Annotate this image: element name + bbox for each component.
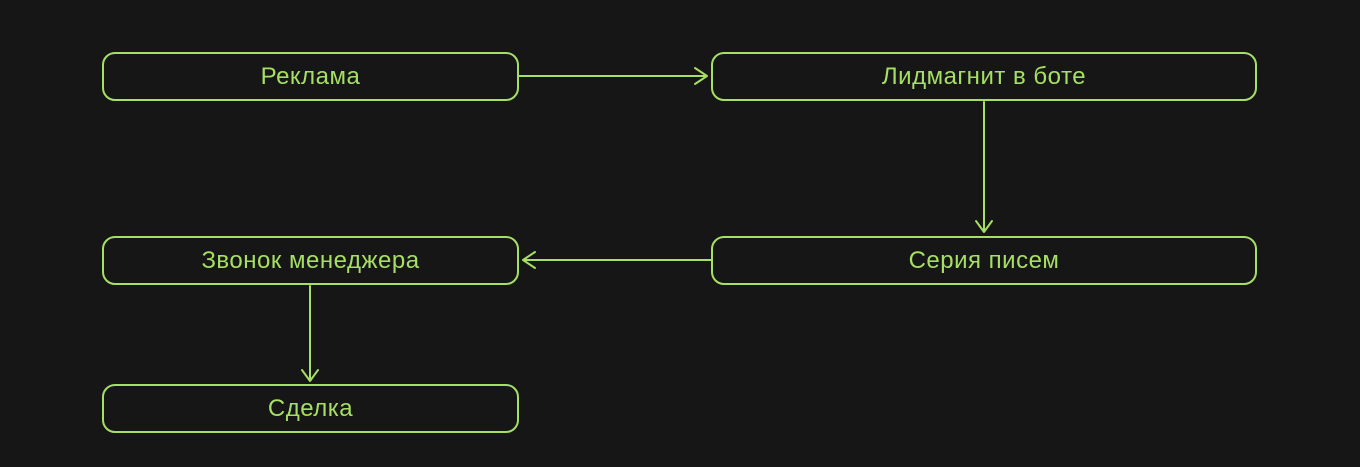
arrow-lead-magnet-to-email-series [975,101,993,233]
node-manager-call-label: Звонок менеджера [201,246,420,274]
node-deal-label: Сделка [267,394,354,422]
node-email-series[interactable]: Серия писем [711,236,1257,285]
node-ads-label: Реклама [260,62,361,90]
arrow-ads-to-lead-magnet [518,67,708,85]
arrow-email-series-to-manager-call [522,251,712,269]
node-deal[interactable]: Сделка [102,384,519,433]
node-manager-call[interactable]: Звонок менеджера [102,236,519,285]
node-ads[interactable]: Реклама [102,52,519,101]
node-email-series-label: Серия писем [908,246,1060,274]
node-lead-magnet-bot[interactable]: Лидмагнит в боте [711,52,1257,101]
arrow-manager-call-to-deal [301,285,319,382]
node-lead-magnet-bot-label: Лидмагнит в боте [881,62,1087,90]
